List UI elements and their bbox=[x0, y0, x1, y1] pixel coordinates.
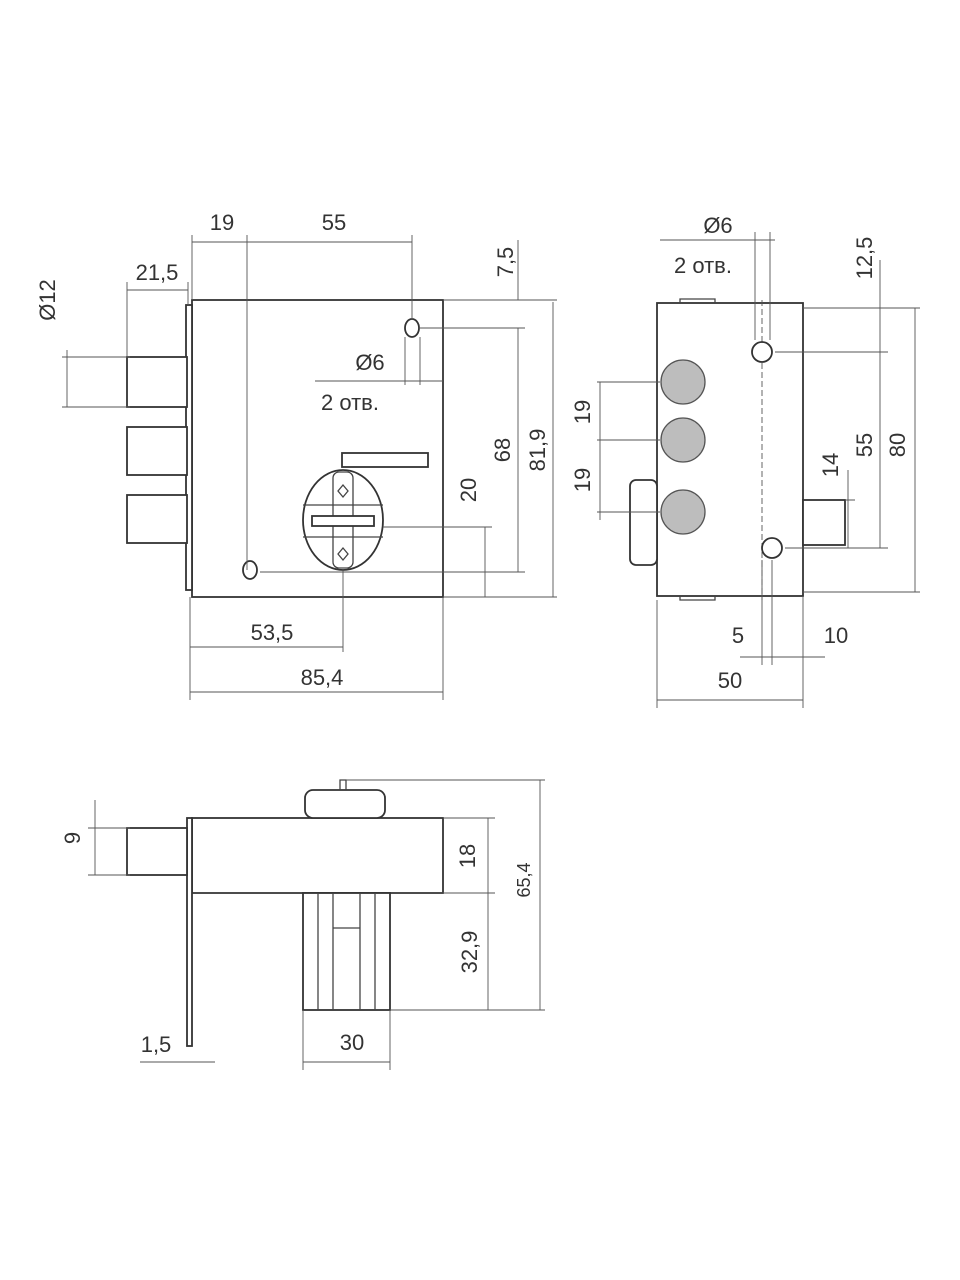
side-view: Ø6 2 отв. 12,5 19 19 14 55 80 5 10 50 bbox=[570, 213, 920, 708]
front-dimension-lines bbox=[62, 235, 557, 700]
dim-bolt-spacing-1: 19 bbox=[570, 400, 595, 424]
dim-bolt-projection: 21,5 bbox=[136, 260, 179, 285]
dim-bolt-diameter: Ø12 bbox=[35, 279, 60, 321]
dim-bolt-spacing-2: 19 bbox=[570, 468, 595, 492]
bolt bbox=[126, 426, 188, 476]
dim-hole-diameter: Ø6 bbox=[355, 350, 384, 375]
hole-count: 2 отв. bbox=[321, 390, 379, 415]
dim-faceplate-thickness: 1,5 bbox=[141, 1032, 172, 1057]
dim-bolt-thickness: 9 bbox=[60, 832, 85, 844]
dim-hole-spacing-h: 55 bbox=[322, 210, 346, 235]
dim-total-depth: 65,4 bbox=[514, 862, 534, 897]
side-bolt bbox=[802, 499, 846, 546]
bottom-bolt bbox=[126, 827, 188, 876]
dim-height: 81,9 bbox=[525, 429, 550, 472]
dim-cylinder-height: 20 bbox=[456, 478, 481, 502]
dim-bolt-projection: 10 bbox=[824, 623, 848, 648]
side-dimension-lines bbox=[597, 232, 920, 708]
faceplate bbox=[186, 817, 193, 1047]
bolt bbox=[126, 494, 188, 544]
dim-handle-width: 30 bbox=[340, 1030, 364, 1055]
dim-hole-spacing: 55 bbox=[852, 433, 877, 457]
mounting-hole bbox=[242, 560, 258, 580]
cylinder-top bbox=[304, 789, 386, 819]
bottom-view: 9 18 32,9 65,4 1,5 30 bbox=[60, 779, 545, 1070]
dim-hole-spacing-v: 68 bbox=[490, 438, 515, 462]
front-view: Ø12 21,5 19 55 7,5 Ø6 2 отв. 68 81,9 20 … bbox=[35, 210, 557, 700]
dim-handle-depth: 32,9 bbox=[457, 931, 482, 974]
mounting-hole bbox=[761, 537, 783, 559]
handle-block bbox=[302, 892, 391, 1011]
dim-hole-offset: 5 bbox=[732, 623, 744, 648]
dim-top-to-hole: 12,5 bbox=[852, 237, 877, 280]
cylinder bbox=[629, 479, 658, 566]
cylinder-escutcheon bbox=[302, 469, 384, 571]
dim-height: 80 bbox=[885, 433, 910, 457]
dim-depth: 50 bbox=[718, 668, 742, 693]
bolt bbox=[126, 356, 188, 408]
bolt-section bbox=[660, 489, 706, 535]
slot bbox=[341, 452, 429, 468]
bolt-section bbox=[660, 417, 706, 463]
dim-backset: 53,5 bbox=[251, 620, 294, 645]
bottom-dimension-lines bbox=[88, 779, 545, 1070]
bottom-body bbox=[191, 817, 444, 894]
dim-edge-to-hole: 19 bbox=[210, 210, 234, 235]
side-dim-hole-diameter: Ø6 bbox=[703, 213, 732, 238]
dim-width: 85,4 bbox=[301, 665, 344, 690]
dim-body-depth: 18 bbox=[455, 844, 480, 868]
mounting-hole bbox=[751, 341, 773, 363]
dim-top-to-hole: 7,5 bbox=[493, 247, 518, 278]
dim-bolt-height: 14 bbox=[818, 453, 843, 477]
side-hole-count: 2 отв. bbox=[674, 253, 732, 278]
bolt-section bbox=[660, 359, 706, 405]
mounting-hole bbox=[404, 318, 420, 338]
